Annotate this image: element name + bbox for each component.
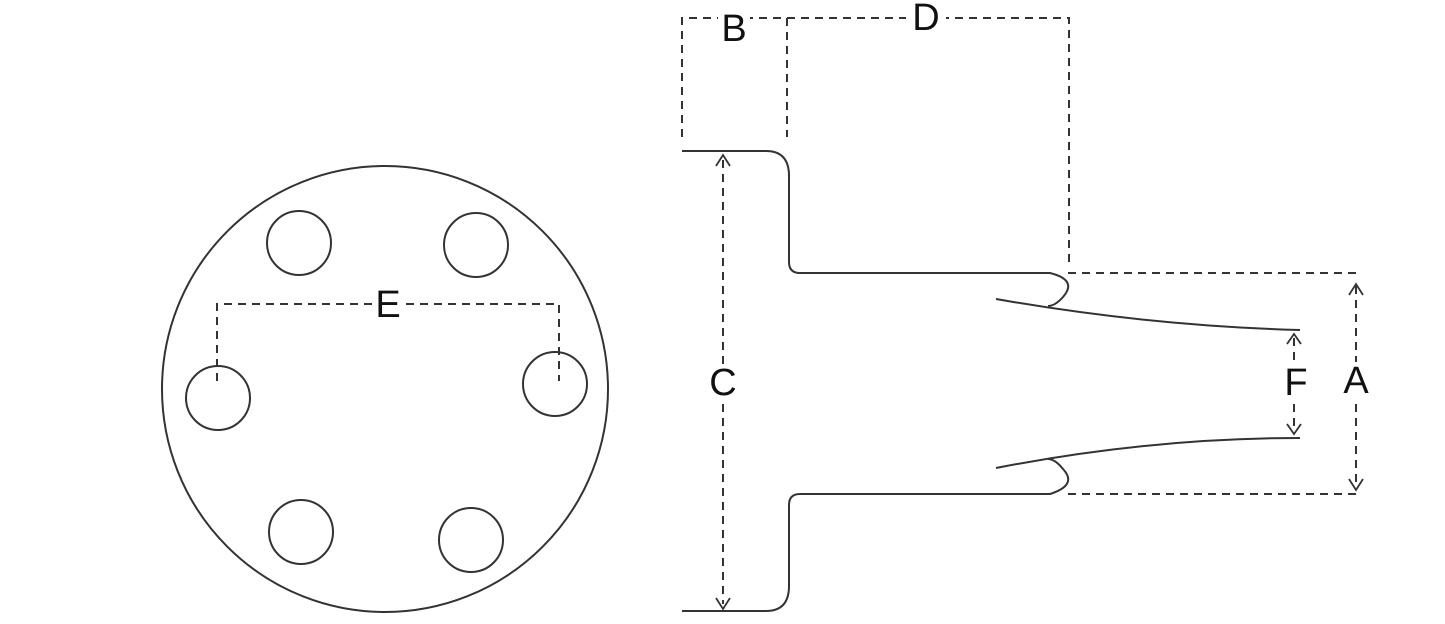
label-a: A [1343, 360, 1369, 402]
dimension-a: A [1068, 272, 1369, 495]
dimension-d-line [787, 17, 1070, 265]
bolt-hole-bottom-right [438, 507, 504, 573]
dimension-c-arrow-bottom [715, 597, 731, 611]
dimension-a-arrow-top [1348, 282, 1364, 296]
flange-side-view: B D C A F [681, 0, 1369, 612]
profile-bottom-outline [682, 458, 1070, 612]
label-c: C [709, 362, 736, 404]
dimension-a-arrow-bottom [1348, 478, 1364, 492]
flange-front-view: E [161, 165, 609, 613]
flange-outer-circle [161, 165, 609, 613]
bolt-hole-top-right [443, 212, 509, 278]
dimension-f-arrow-top [1286, 332, 1302, 345]
label-e: E [375, 284, 400, 326]
label-e-background [372, 288, 402, 322]
label-b: B [721, 8, 746, 50]
dimension-f: F [1284, 332, 1308, 436]
label-b-background [718, 10, 750, 50]
bolt-hole-top-left [266, 210, 332, 276]
dimension-f-arrow-bottom [1286, 423, 1302, 436]
label-d: D [912, 0, 939, 39]
bolt-hole-bottom-left [268, 499, 334, 565]
bore-taper-bottom [995, 437, 1301, 469]
dimension-c: C [709, 153, 737, 611]
label-d-background [906, 0, 946, 38]
bore-taper-top [995, 298, 1301, 331]
dimension-c-arrow-top [715, 153, 731, 167]
label-f: F [1284, 362, 1307, 404]
bolt-hole-right [522, 351, 588, 417]
profile-top-outline [682, 150, 1070, 307]
